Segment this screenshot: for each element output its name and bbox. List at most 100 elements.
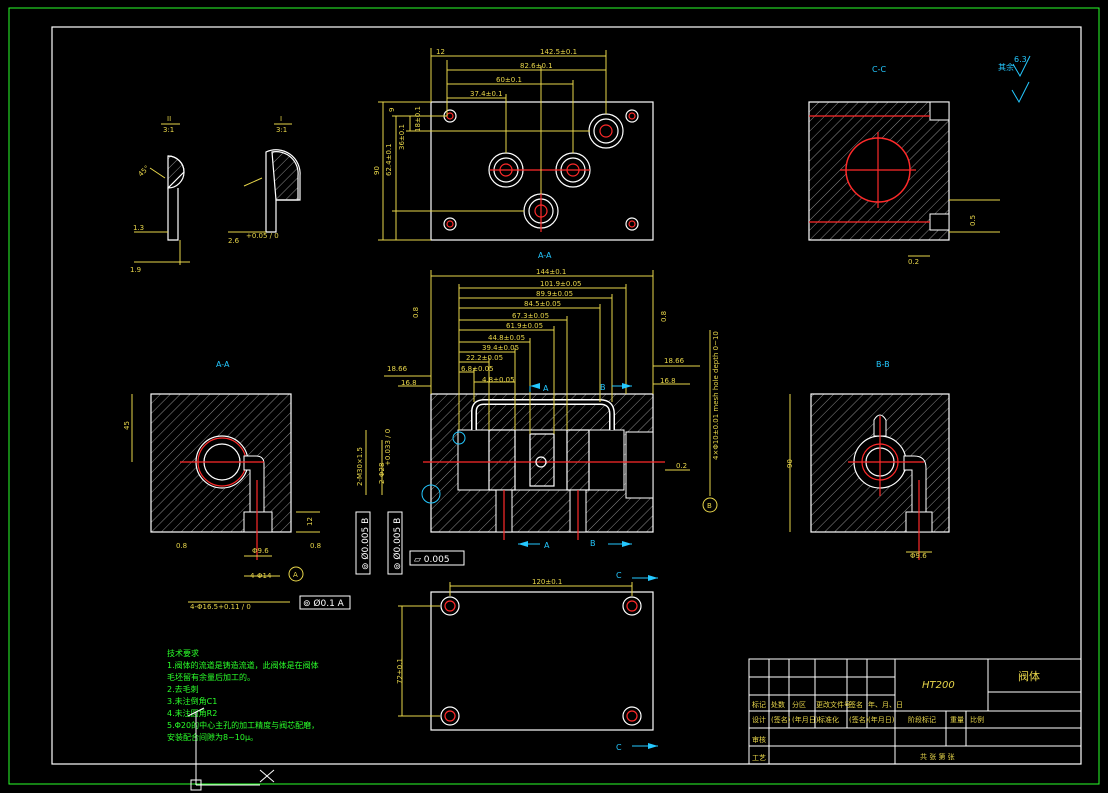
dim-main-144: 144±0.1: [536, 268, 566, 276]
notes-line-1: 1.阀体的流道是铸造流道，此阀体是在阀体: [167, 660, 319, 670]
dim-bottom-72: 72±0.1: [396, 658, 404, 684]
dim-left-12: 12: [306, 517, 314, 526]
material-label: HT200: [922, 680, 955, 691]
main-section-aa: A-A: [355, 251, 720, 575]
detail-ii-scale: 3:1: [163, 126, 174, 134]
dim-left-4phi14: 4-Φ14: [250, 572, 272, 580]
dim-main-16-8-left: 16.8: [401, 379, 417, 387]
rev-header-0: 标记: [752, 700, 766, 709]
part-name: 阀体: [1018, 669, 1040, 683]
dim-main-39-4: 39.4±0.05: [482, 344, 519, 352]
notes-line-3: 2.去毛刺: [167, 684, 199, 694]
dim-detail-2-6: 2.6: [228, 237, 240, 245]
notes-line-5: 4.未注圆角R2: [167, 708, 217, 718]
inner-frame: [51, 26, 1082, 765]
dim-detail-tol: +0.05 / 0: [246, 232, 279, 240]
section-cc-view: C-C 0.2 0.5 其余 6.3: [808, 55, 1031, 266]
datum-b-label: B: [707, 502, 712, 510]
tolerance-frame-1: ⊚ Ø0.005 B: [360, 518, 371, 570]
review-label: 审核: [752, 735, 766, 744]
roughness-value: 6.3: [1014, 55, 1027, 64]
dim-main-0-8-a: 0.8: [412, 307, 420, 318]
dim-bb-90: 90: [786, 459, 794, 468]
dim-main-101-9: 101.9±0.05: [540, 280, 582, 288]
dim-main-side-note: 4×Φ10±0.01 mesh hole depth 0~10: [712, 331, 720, 460]
design-cell-3: 标准化: [818, 715, 839, 724]
notes-line-4: 3.未注倒角C1: [167, 696, 217, 706]
dim-left-phi9-6: Φ9.6: [252, 547, 269, 555]
design-cell-2: (年月日): [792, 715, 819, 724]
technical-notes: 技术要求 1.阀体的流道是铸造流道，此阀体是在阀体 毛坯留有余量后加工的。 2.…: [167, 648, 319, 742]
dim-cc-side: 0.5: [969, 215, 977, 226]
notes-line-2: 毛坯留有余量后加工的。: [167, 672, 255, 682]
dim-top-142-5: 142.5±0.1: [540, 48, 577, 56]
dim-detail-45: 45°: [137, 164, 151, 178]
cut-c-bottom-label: C: [616, 743, 622, 752]
rev-header-4: 签名: [849, 700, 863, 709]
design-cell-5: (年月日): [868, 715, 895, 724]
dim-main-89-9: 89.9±0.05: [536, 290, 573, 298]
detail-ii-label: II: [167, 115, 171, 123]
dim-top-82-6: 82.6±0.1: [520, 62, 553, 70]
stage-mark-label: 阶段标记: [908, 715, 936, 724]
dim-left-0-8-b: 0.8: [310, 542, 321, 550]
dim-main-61-9: 61.9±0.05: [506, 322, 543, 330]
ucs-icon: [187, 707, 275, 791]
top-view: 142.5±0.1 12 82.6±0.1 60±0.1 37.4±0.1 9 …: [373, 48, 654, 241]
cut-a-bottom-label: A: [544, 541, 550, 550]
dim-main-2-m30: 2-M30×1.5: [356, 447, 364, 486]
dim-main-4-8: 4.8±0.05: [482, 376, 515, 384]
tolerance-frame-2: ⊚ Ø0.005 B: [392, 518, 403, 570]
cut-a-top-label: A: [543, 384, 549, 393]
dim-main-0-2: 0.2: [676, 462, 687, 470]
dim-bottom-120: 120±0.1: [532, 578, 562, 586]
detail-i-scale: 3:1: [276, 126, 287, 134]
dim-main-22-2: 22.2±0.05: [466, 354, 503, 362]
dim-top-18: 18±0.1: [414, 106, 422, 132]
dim-main-67-3: 67.3±0.05: [512, 312, 549, 320]
section-cc-title: C-C: [872, 65, 886, 74]
left-section-title: A-A: [216, 360, 230, 369]
dim-top-90: 90: [373, 166, 381, 175]
flatness-frame: ⏥ 0.005: [414, 555, 450, 565]
notes-line-7: 安装配合间隙为8~10μ。: [167, 732, 258, 742]
rev-header-1: 处数: [771, 700, 785, 709]
dim-detail-1-3: 1.3: [133, 224, 144, 232]
design-cell-4: (签名): [849, 715, 869, 724]
position-tolerance-frame: ⊚ Ø0.1 A: [303, 598, 345, 609]
dim-top-37-4: 37.4±0.1: [470, 90, 503, 98]
dim-top-60: 60±0.1: [496, 76, 522, 84]
dim-main-44-8: 44.8±0.05: [488, 334, 525, 342]
dim-cc-0-2: 0.2: [908, 258, 919, 266]
process-label: 工艺: [752, 754, 766, 762]
dim-left-0-8-a: 0.8: [176, 542, 187, 550]
detail-i-label: I: [280, 115, 282, 123]
dim-top-9: 9: [388, 108, 396, 112]
dim-main-18-66-right: 18.66: [664, 357, 685, 365]
cut-b-bottom-label: B: [590, 539, 596, 548]
section-bb-view: B-B 90 Φ9.6: [786, 360, 950, 560]
dim-main-0-8-b: 0.8: [660, 311, 668, 322]
dim-bb-phi9-6: Φ9.6: [910, 552, 927, 560]
dim-top-36: 36±0.1: [398, 124, 406, 150]
dim-main-tol: +0.033 / 0: [384, 429, 392, 466]
dim-main-6-8: 6.8±0.05: [461, 365, 494, 373]
left-section-aa: A-A 45 12 Φ9.6 4-Φ14 4-Φ16.5+0.11 / 0 A …: [123, 360, 351, 611]
rev-header-5: 年、月、日: [868, 700, 903, 709]
title-block: 标记 处数 分区 更改文件号 签名 年、月、日 设计 (签名) (年月日) 标准…: [748, 658, 1082, 765]
scale-label: 比例: [970, 715, 984, 724]
cut-c-top-label: C: [616, 571, 622, 580]
dim-main-2-phi28: 2-Φ28: [378, 463, 386, 484]
dim-detail-1-9: 1.9: [130, 266, 141, 274]
detail-views: II 3:1 I 3:1 45° 1.3 1.9 2.6 +0.05 / 0: [130, 115, 301, 274]
weight-label: 重量: [950, 716, 964, 724]
design-cell-0: 设计: [752, 715, 766, 724]
dim-main-18-66-left: 18.66: [387, 365, 408, 373]
design-cell-1: (签名): [771, 715, 791, 724]
main-section-title: A-A: [538, 251, 552, 260]
dim-main-84-5: 84.5±0.05: [524, 300, 561, 308]
bottom-view: 120±0.1 72±0.1 C C: [396, 571, 658, 752]
datum-a-label: A: [293, 571, 298, 579]
dim-main-16-8-right: 16.8: [660, 377, 676, 385]
